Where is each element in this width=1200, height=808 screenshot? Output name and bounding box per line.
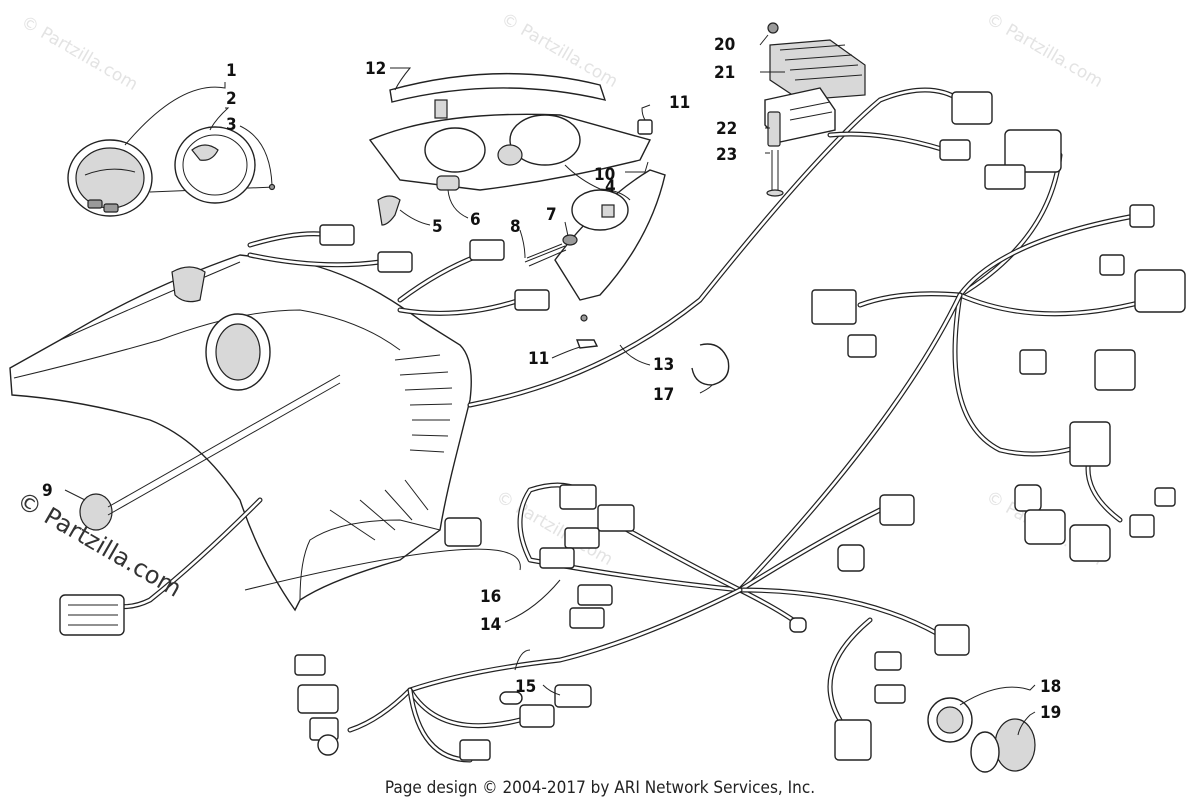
callout-6: 6: [470, 210, 481, 230]
callout-11a: 11: [669, 93, 690, 113]
callout-11b: 11: [528, 349, 549, 369]
watermark-top-left: © Partzilla.com: [18, 12, 142, 95]
harness-wires: [107, 87, 1153, 763]
callout-9: 9: [42, 481, 53, 501]
callout-8: 8: [510, 217, 521, 237]
callout-16: 16: [480, 587, 501, 607]
callout-12: 12: [365, 59, 386, 79]
callout-20: 20: [714, 35, 735, 55]
callout-1: 1: [226, 61, 237, 81]
callout-5: 5: [432, 217, 443, 237]
callout-3: 3: [226, 115, 237, 135]
watermark-top-right: © Partzilla.com: [983, 9, 1107, 92]
callout-7: 7: [546, 205, 557, 225]
callout-23: 23: [716, 145, 737, 165]
callout-19: 19: [1040, 703, 1061, 723]
clip-ring: [691, 343, 730, 386]
callout-17: 17: [653, 385, 674, 405]
callout-15: 15: [515, 677, 536, 697]
connectors: [59, 91, 1186, 773]
callout-18: 18: [1040, 677, 1061, 697]
callout-13: 13: [653, 355, 674, 375]
callout-2: 2: [226, 89, 237, 109]
callout-10: 10: [594, 165, 615, 185]
callout-4: 4: [605, 177, 616, 197]
headlight-assembly: [67, 126, 276, 217]
leader-lines: [64, 34, 1036, 736]
upper-shroud: [368, 72, 666, 301]
copyright-footer: Page design © 2004-2017 by ARI Network S…: [384, 778, 816, 798]
callout-numbers: 1 2 3 4 5 6 7 8 9 10 11 11 12 13 14 15 1…: [42, 35, 1061, 723]
callout-14: 14: [480, 615, 501, 635]
vent-louvers: [329, 354, 453, 541]
regulator-assembly: [764, 22, 866, 197]
small-parts: [377, 119, 653, 349]
callout-21: 21: [714, 63, 735, 83]
callout-22: 22: [716, 119, 737, 139]
